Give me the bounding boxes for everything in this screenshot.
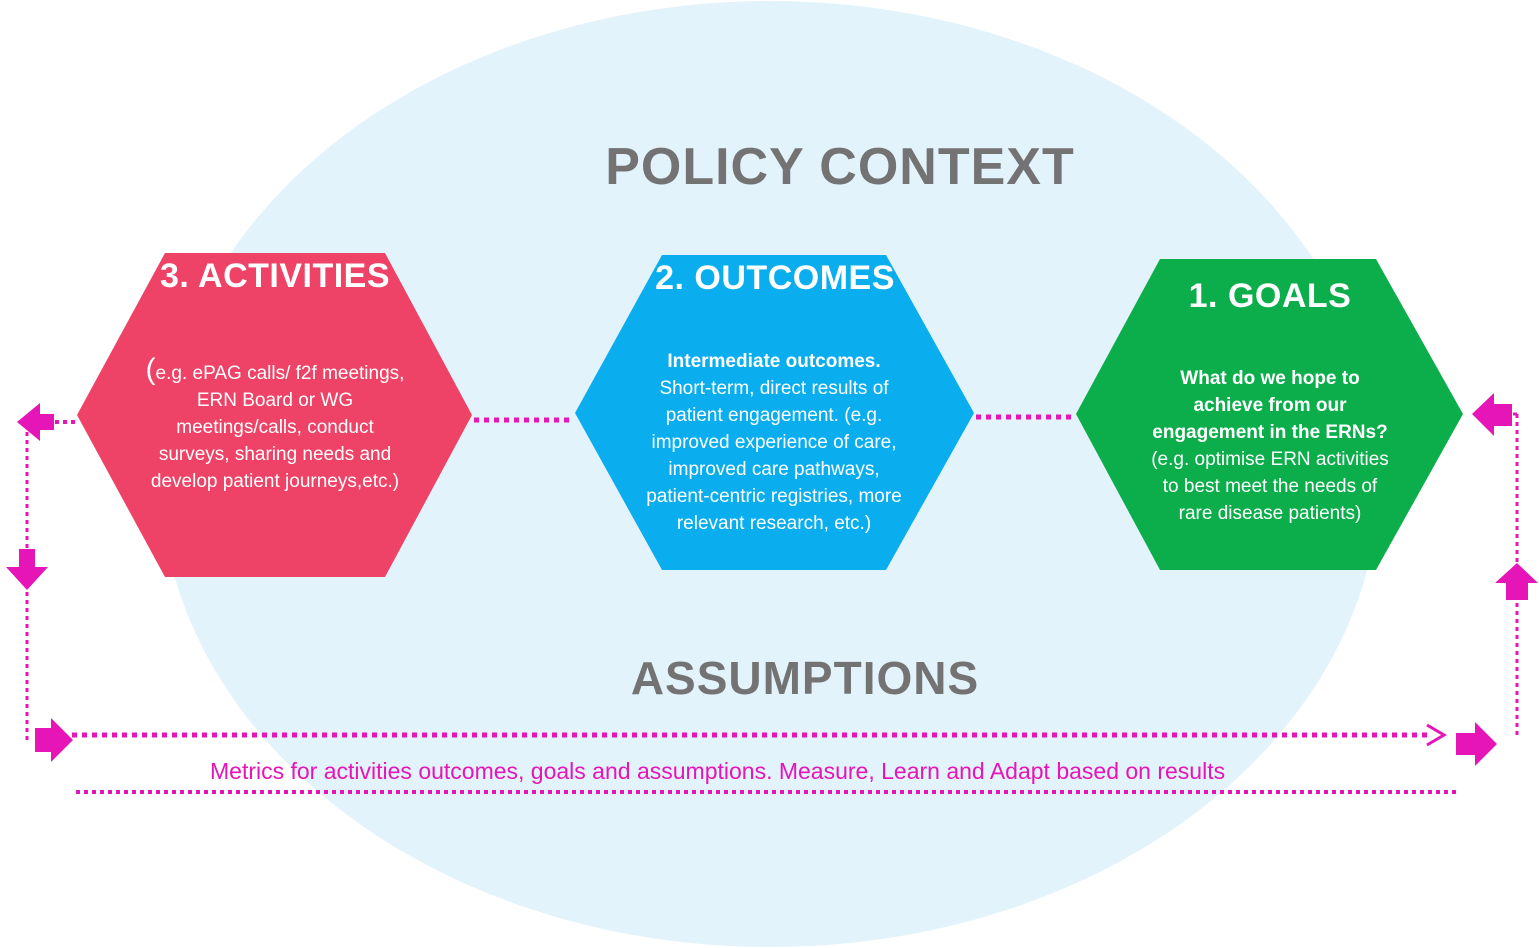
policy-context-label: POLICY CONTEXT	[605, 138, 1075, 196]
goals-body: What do we hope to achieve from our enga…	[1150, 365, 1390, 527]
goals-title: 1. GOALS	[1188, 277, 1352, 315]
outcomes-bold-text: Intermediate outcomes.	[667, 351, 881, 372]
outcomes-body: Intermediate outcomes. Short-term, direc…	[640, 348, 908, 537]
arrow-up-icon	[1495, 563, 1538, 600]
outcomes-hexagon	[575, 255, 974, 570]
goals-hexagon	[1076, 259, 1463, 570]
arrowhead-open-icon	[1426, 723, 1447, 747]
outcomes-title: 2. OUTCOMES	[655, 259, 895, 297]
activities-body-rest: meetings, ERN Board or WG meetings/calls…	[150, 363, 405, 492]
arrow-left-end-icon	[1472, 393, 1512, 436]
arrow-right-icon	[35, 718, 73, 762]
goals-body-text: (e.g. optimise ERN activities to best me…	[1151, 449, 1389, 524]
activities-body: (e.g. ePAG calls/ f2f meetings, ERN Boar…	[140, 353, 410, 495]
activities-paren: (	[145, 353, 156, 386]
outcomes-body-text: Short-term, direct results of patient en…	[646, 378, 902, 534]
arrow-right-end-icon	[1456, 722, 1497, 766]
arrow-down-icon	[6, 549, 48, 590]
goals-bold-text: What do we hope to achieve from our enga…	[1152, 368, 1388, 443]
metrics-caption: Metrics for activities outcomes, goals a…	[210, 758, 1226, 784]
activities-hexagon	[77, 253, 472, 577]
assumptions-label: ASSUMPTIONS	[630, 652, 980, 704]
arrow-left-icon	[17, 403, 54, 441]
activities-body-first: e.g. ePAG calls/ f2f	[155, 363, 317, 384]
activities-title: 3. ACTIVITIES	[159, 257, 391, 295]
